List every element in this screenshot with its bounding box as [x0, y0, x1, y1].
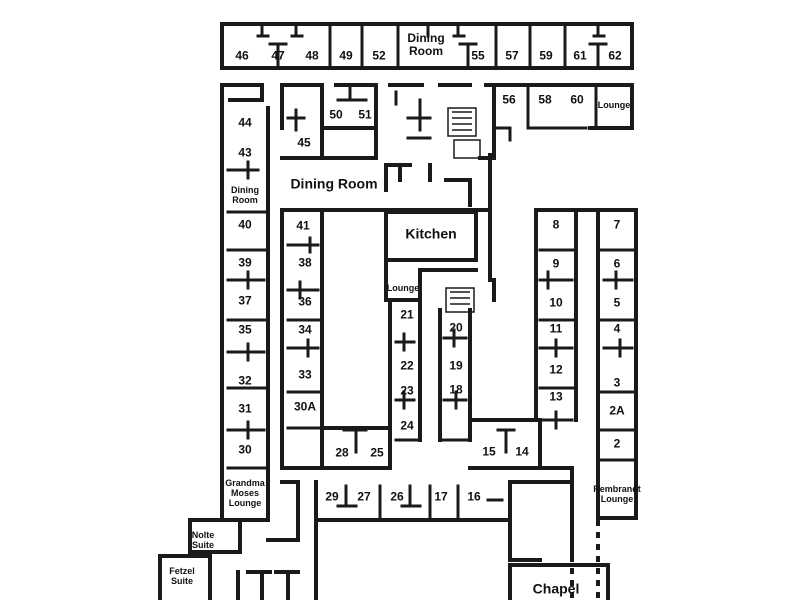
room-25-label: 25 — [370, 445, 384, 460]
room-6-label: 6 — [613, 256, 621, 271]
room-60-label: 60 — [570, 92, 584, 107]
room-37-label: 37 — [238, 293, 252, 308]
room-52-label: 52 — [372, 48, 386, 63]
fetzel-suite-label: Fetzel Suite — [169, 566, 195, 586]
grandma-moses-lounge-label: Grandma Moses Lounge — [225, 478, 265, 508]
room-56-label: 56 — [502, 92, 516, 107]
room-35-label: 35 — [238, 322, 252, 337]
bottom-row-walls — [314, 480, 610, 600]
room-47-label: 47 — [271, 48, 285, 63]
room-18-label: 18 — [449, 382, 463, 397]
lounge-mid-label: Lounge — [386, 283, 420, 294]
room-51-label: 51 — [358, 107, 372, 122]
left-corridor-walls — [220, 83, 270, 470]
rembrandt-lounge-label: Rembrandt Lounge — [593, 484, 641, 504]
room-21-label: 21 — [400, 307, 414, 322]
room-9-label: 9 — [552, 256, 560, 271]
room-39-label: 39 — [238, 255, 252, 270]
room-32-label: 32 — [238, 373, 252, 388]
lounge-top-label: Lounge — [597, 100, 631, 111]
room-14-label: 14 — [515, 444, 529, 459]
room-38-label: 38 — [298, 255, 312, 270]
chapel-label: Chapel — [532, 580, 580, 597]
dining-room-top-label: Dining Room — [407, 30, 445, 58]
room-30-label: 30 — [238, 442, 252, 457]
room-50-label: 50 — [329, 107, 343, 122]
room-49-label: 49 — [339, 48, 353, 63]
room-12-label: 12 — [549, 362, 563, 377]
room-40-label: 40 — [238, 217, 252, 232]
room-28-label: 28 — [335, 445, 349, 460]
room-20-label: 20 — [449, 320, 463, 335]
room-29-label: 29 — [325, 489, 339, 504]
room-22-label: 22 — [400, 358, 414, 373]
lower-left-walls — [158, 466, 300, 600]
room-48-label: 48 — [305, 48, 319, 63]
room-44-label: 44 — [238, 115, 252, 130]
nolte-suite-label: Nolte Suite — [191, 530, 215, 550]
dining-room-side-label: Dining Room — [231, 185, 259, 205]
room-4-label: 4 — [613, 321, 621, 336]
top-wing-walls — [220, 22, 634, 470]
room-31-label: 31 — [238, 401, 252, 416]
kitchen-label: Kitchen — [405, 225, 457, 242]
room-24-label: 24 — [400, 418, 414, 433]
room-34-label: 34 — [298, 322, 312, 337]
room-19-label: 19 — [449, 358, 463, 373]
room-13-label: 13 — [549, 389, 563, 404]
room-41-label: 41 — [296, 218, 310, 233]
room-5-label: 5 — [613, 295, 621, 310]
inner-court-walls — [280, 153, 496, 470]
room-30a-label: 30A — [293, 399, 317, 414]
room-58-label: 58 — [538, 92, 552, 107]
room-59-label: 59 — [539, 48, 553, 63]
room-15-label: 15 — [482, 444, 496, 459]
room-46-label: 46 — [235, 48, 249, 63]
room-10-label: 10 — [549, 295, 563, 310]
room-7-label: 7 — [613, 217, 621, 232]
room-43-label: 43 — [238, 145, 252, 160]
room-36-label: 36 — [298, 294, 312, 309]
room-62-label: 62 — [608, 48, 622, 63]
room-26-label: 26 — [390, 489, 404, 504]
room-2-label: 2 — [613, 436, 621, 451]
room-27-label: 27 — [357, 489, 371, 504]
room-8-label: 8 — [552, 217, 560, 232]
room-3-label: 3 — [613, 375, 621, 390]
room-2a-label: 2A — [609, 403, 625, 418]
upper-middle-walls — [280, 83, 496, 160]
room-33-label: 33 — [298, 367, 312, 382]
room-16-label: 16 — [467, 489, 481, 504]
room-61-label: 61 — [573, 48, 587, 63]
room-45-label: 45 — [297, 135, 311, 150]
room-17-label: 17 — [434, 489, 448, 504]
bottom-inner-walls — [280, 418, 574, 470]
dining-room-main-label: Dining Room — [290, 175, 378, 192]
room-55-label: 55 — [471, 48, 485, 63]
room-57-label: 57 — [505, 48, 519, 63]
room-11-label: 11 — [549, 321, 563, 336]
room-23-label: 23 — [400, 383, 414, 398]
